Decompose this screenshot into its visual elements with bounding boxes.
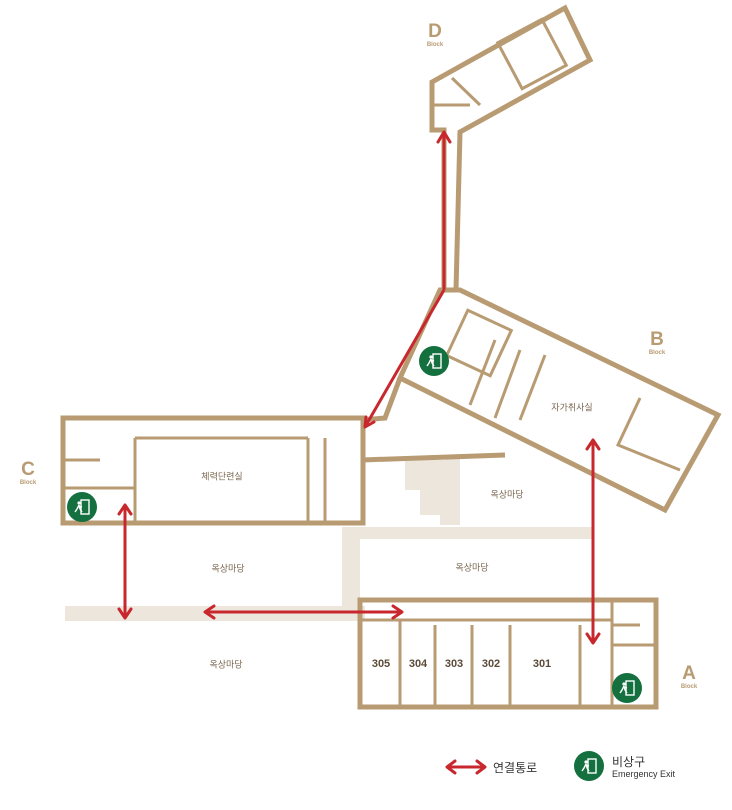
block-d-word: Block [426, 42, 444, 48]
emergency-exit-icon [612, 673, 642, 703]
emergency-exit-icon [67, 492, 97, 522]
rooftop-yard-label-middle: 옥상마당 [455, 562, 489, 573]
block-c-label: C Block [20, 460, 36, 486]
room-303: 303 [444, 658, 464, 670]
legend-arrow-icon [445, 759, 487, 775]
block-c-letter: C [21, 459, 35, 480]
room-301: 301 [532, 658, 552, 670]
rooftop-yard-label-bottom: 옥상마당 [209, 659, 243, 670]
block-c-walls [60, 415, 366, 526]
block-b-word: Block [648, 350, 666, 356]
block-d-label: D Block [427, 22, 443, 48]
block-d-letter: D [428, 21, 442, 42]
block-b-letter: B [650, 329, 664, 350]
block-a-label: A Block [681, 664, 697, 690]
room-302: 302 [481, 658, 501, 670]
self-catering-room-label: 자가취사실 [551, 402, 593, 413]
walkways [65, 455, 592, 621]
room-304: 304 [408, 658, 428, 670]
legend-exit-label-ko: 비상구 [612, 755, 646, 769]
block-d-walls [429, 4, 594, 293]
rooftop-yard-label-center: 옥상마당 [490, 489, 524, 500]
block-b-walls [396, 287, 722, 514]
block-b-label: B Block [649, 330, 665, 356]
emergency-exit-icon [419, 346, 449, 376]
fitness-room-label: 체력단련실 [201, 471, 243, 482]
block-a-walls [357, 597, 659, 710]
block-c-word: Block [19, 480, 37, 486]
block-a-word: Block [680, 684, 698, 690]
passage-arrows [117, 130, 601, 645]
legend-passage-label: 연결통로 [493, 761, 538, 775]
rooftop-yard-label-left: 옥상마당 [211, 563, 245, 574]
legend-exit-label-en: Emergency Exit [612, 769, 676, 779]
room-305: 305 [371, 658, 391, 670]
legend-emergency-exit-icon [574, 751, 604, 781]
block-a-letter: A [682, 663, 696, 684]
